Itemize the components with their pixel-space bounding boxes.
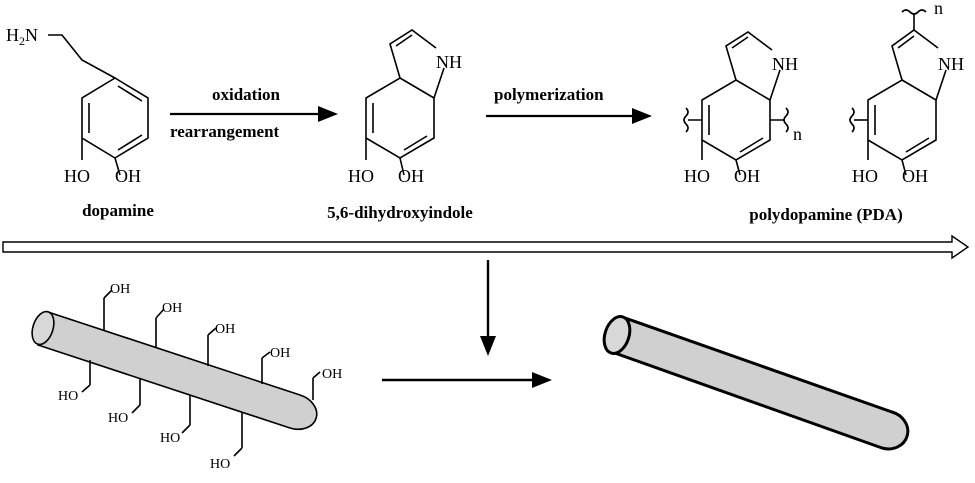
dopamine-structure: H2N HO OH dopamine (6, 25, 154, 220)
down-arrow (480, 260, 496, 356)
tube-ho-2: HO (108, 411, 128, 426)
pda2-double-bonds (874, 105, 930, 153)
ethyl-chain (48, 34, 116, 79)
coated-tube-end (602, 315, 632, 355)
dopamine-label: dopamine (82, 201, 154, 220)
pda1-repeat-n: n (793, 124, 802, 144)
tube-oh-4: OH (270, 346, 290, 361)
hydroxylated-tube: OH OH OH OH OH HO HO HO HO (31, 282, 342, 472)
polymerization-arrow: polymerization (486, 85, 652, 124)
tube-end (31, 310, 55, 346)
dhi-benzene-ring (365, 77, 435, 159)
pda2-oh-right: OH (902, 166, 928, 186)
pda1-pyrrole-double-bond (731, 36, 749, 49)
tube-body (37, 310, 318, 431)
upper-oh-kinks (103, 289, 321, 379)
pda1-benzene-ring (701, 79, 771, 161)
dhi-oh-left: HO (348, 166, 374, 186)
pda1-wavy-right (783, 107, 789, 133)
pda2-wavy-left (849, 107, 855, 133)
dhi-structure: NH HO OH 5,6-dihydroxyindole (327, 29, 473, 222)
dopamine-oh-right: OH (115, 166, 141, 186)
dopamine-oh-bonds (81, 138, 121, 176)
pda1-nh: NH (772, 54, 798, 74)
tube-ho-3: HO (160, 431, 180, 446)
pda2-nh: NH (938, 54, 964, 74)
tube-oh-2: OH (162, 301, 182, 316)
pda2-oh-left: HO (852, 166, 878, 186)
dhi-pyrrole-double-bond (395, 34, 413, 47)
oxidation-arrow: oxidation rearrangement (170, 85, 338, 141)
pda-unit-1: NH n HO OH (683, 31, 802, 186)
pda2-pyrrole-ring (891, 29, 947, 101)
upper-oh-bonds (103, 298, 314, 400)
pda2-wavy-top (901, 9, 927, 15)
tube-ho-4: HO (210, 457, 230, 472)
pda-label: polydopamine (PDA) (749, 205, 902, 224)
pda2-pyrrole-double-bond (897, 35, 915, 49)
dhi-oh-bonds (365, 138, 405, 176)
dhi-oh-right: OH (398, 166, 424, 186)
pda2-repeat-n: n (934, 0, 943, 18)
pda1-wavy-left (683, 107, 689, 133)
pda-coated-tube (602, 315, 910, 451)
tube-oh-5: OH (322, 367, 342, 382)
dhi-benzene-double-bonds (372, 103, 428, 151)
process-hollow-arrow (2, 234, 970, 260)
pda1-oh-bonds (701, 140, 741, 176)
polymerization-text: polymerization (494, 85, 604, 104)
lower-oh-kinks (81, 384, 243, 457)
pda1-double-bonds (708, 105, 764, 153)
amine-label: H2N (6, 25, 38, 48)
dopamine-oh-left: HO (64, 166, 90, 186)
pda2-benzene-ring (867, 79, 937, 161)
tube-ho-1: HO (58, 389, 78, 404)
pda-unit-2: NH n HO OH (849, 0, 964, 186)
pda1-pyrrole-ring (725, 31, 781, 101)
coating-arrow (382, 372, 552, 388)
dopamine-ring (81, 77, 149, 159)
coated-tube-body (610, 316, 910, 451)
dhi-pyrrole-ring (389, 29, 445, 99)
tube-oh-1: OH (110, 282, 130, 297)
pda2-oh-bonds (867, 140, 907, 176)
tube-oh-3: OH (215, 322, 235, 337)
dhi-nh: NH (436, 52, 462, 72)
rearrangement-text: rearrangement (170, 122, 280, 141)
pda1-oh-left: HO (684, 166, 710, 186)
dopamine-ring-double-bonds (88, 85, 143, 151)
oxidation-text: oxidation (212, 85, 281, 104)
lower-oh-bonds (89, 360, 243, 448)
dhi-label: 5,6-dihydroxyindole (327, 203, 473, 222)
pda1-oh-right: OH (734, 166, 760, 186)
